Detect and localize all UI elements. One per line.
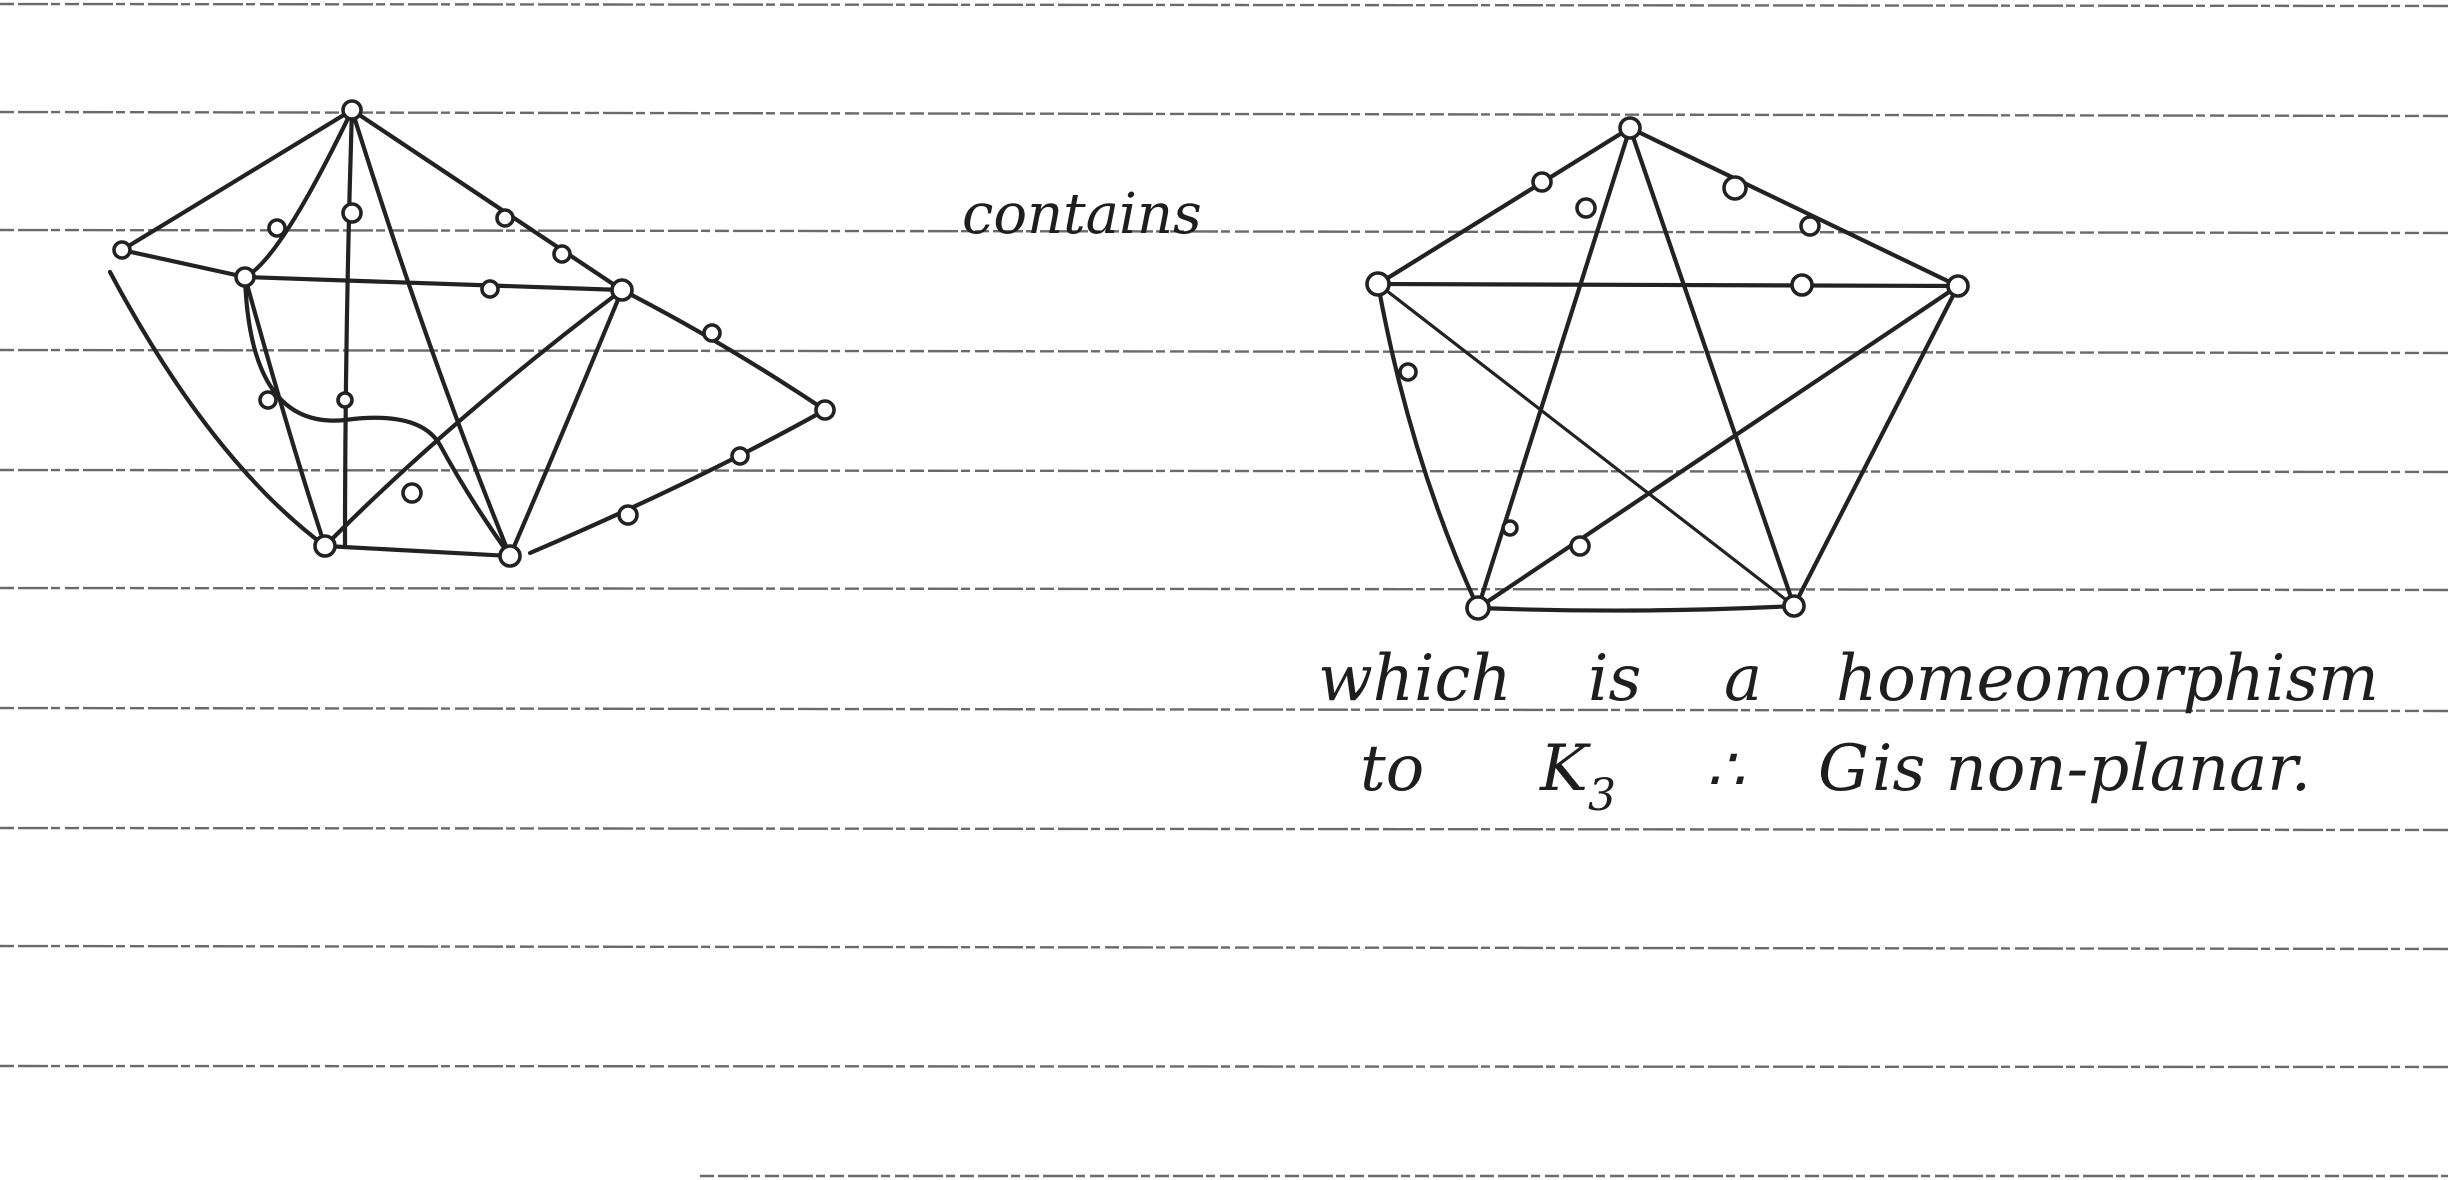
- edge: [242, 274, 625, 293]
- symbol-therefore: ∴: [1706, 735, 1744, 805]
- edge: [1375, 281, 1481, 611]
- subdivision-vertex: [401, 482, 423, 504]
- edge: [1791, 283, 1961, 609]
- edge: [322, 543, 513, 559]
- subdivision-vertex: [258, 390, 278, 410]
- line-1-word-homeomorphism: homeomorphism: [1836, 642, 2379, 716]
- subdivision-vertex: [1790, 273, 1814, 297]
- edge: [1475, 125, 1633, 611]
- graph-g-left: [107, 99, 836, 568]
- subdivision-vertex: [730, 446, 750, 466]
- vertex: [1618, 116, 1642, 140]
- subdivision-vertex: [552, 244, 572, 264]
- edge: [1475, 603, 1797, 613]
- vertex: [1782, 594, 1806, 618]
- subdivision-vertex: [814, 399, 836, 421]
- edge: [1375, 125, 1633, 287]
- edge: [507, 287, 625, 559]
- subdivision-vertex: [617, 504, 639, 526]
- vertex: [1365, 271, 1391, 297]
- subdivision-vertex: [1501, 519, 1519, 537]
- subdivision-vertex: [702, 323, 722, 343]
- graph-k5-subdivision-right: [1365, 116, 1970, 621]
- line-2-rest: is non-planar.: [1872, 732, 2311, 806]
- symbol-k: K: [1539, 732, 1591, 806]
- edge: [242, 107, 355, 280]
- subdivision-vertex: [267, 218, 287, 238]
- subdivision-vertex: [336, 391, 354, 409]
- edge: [619, 287, 828, 413]
- edge: [349, 107, 513, 559]
- edge: [1376, 282, 1796, 608]
- vertex: [1465, 595, 1491, 621]
- subdivision-vertex: [1398, 362, 1418, 382]
- edge: [1475, 283, 1961, 611]
- subdivision-vertex: [1531, 171, 1553, 193]
- vertex: [498, 544, 522, 568]
- subdivision-vertex: [1575, 197, 1597, 219]
- line-2-word-to: to: [1360, 732, 1424, 806]
- edge: [342, 107, 355, 548]
- line-1-word-which: which: [1318, 642, 1512, 716]
- edge: [1627, 125, 1961, 289]
- edge: [1375, 281, 1961, 289]
- subdivision-vertex: [495, 208, 515, 228]
- edge: [242, 274, 328, 549]
- vertex: [341, 99, 363, 121]
- edge: [1627, 125, 1797, 609]
- edge: [527, 407, 828, 556]
- subdivision-vertex: [341, 202, 363, 224]
- line-1-word-is: is: [1588, 642, 1641, 716]
- edge: [119, 247, 248, 280]
- edge: [242, 274, 513, 559]
- handwritten-notes: contains which is a homeomorphism to K 3…: [962, 182, 2379, 821]
- vertex: [313, 534, 337, 558]
- word-contains: contains: [962, 182, 1202, 247]
- symbol-g: G: [1818, 732, 1869, 806]
- vertex: [234, 266, 256, 288]
- subdivision-vertex: [1722, 175, 1748, 201]
- symbol-k-subscript: 3: [1588, 770, 1616, 821]
- vertex: [112, 240, 132, 260]
- subdivision-vertex: [480, 279, 500, 299]
- vertex: [1946, 274, 1970, 298]
- vertex: [610, 278, 634, 302]
- subdivision-vertex: [1569, 535, 1591, 557]
- line-1-word-a: a: [1724, 642, 1762, 716]
- edge: [349, 107, 625, 293]
- subdivision-vertex: [1799, 215, 1821, 237]
- edge: [119, 107, 355, 253]
- edge: [107, 269, 328, 549]
- edge: [322, 287, 625, 549]
